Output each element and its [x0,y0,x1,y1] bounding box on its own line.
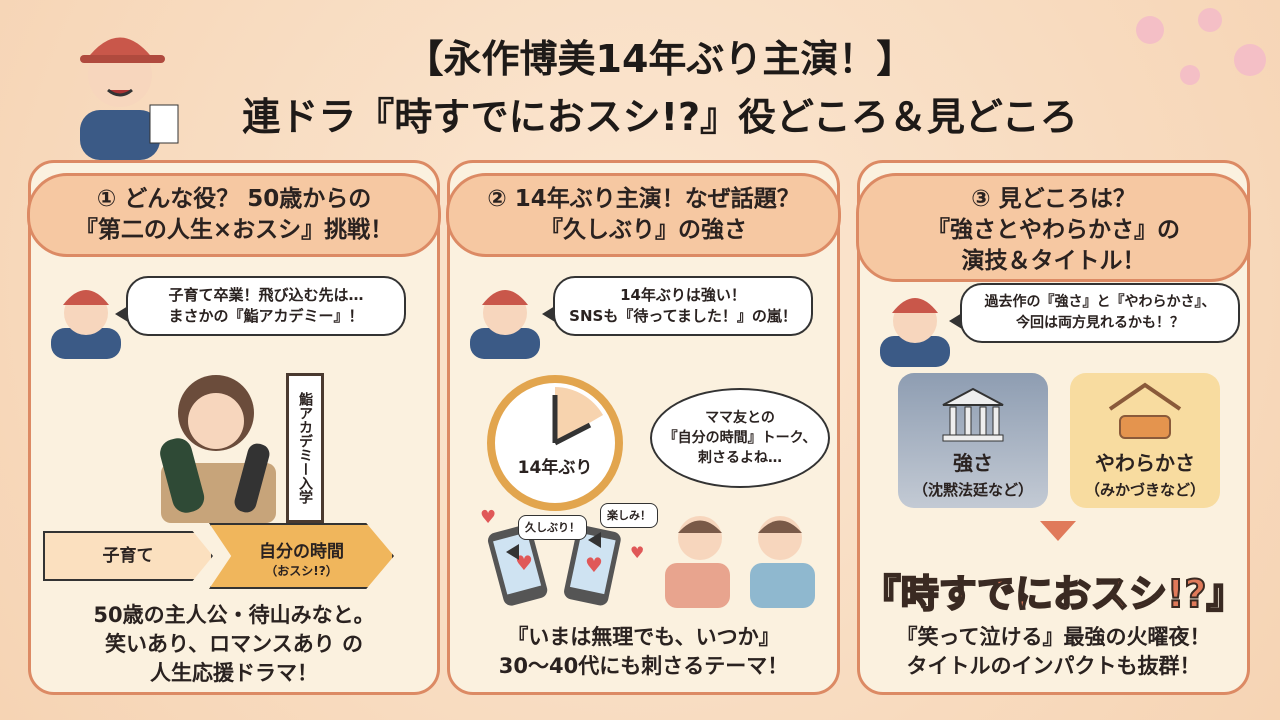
thought-line: ママ友との [705,410,775,426]
page-title-line2: 連ドラ『時すでにおスシ!?』役どころ＆見どころ [242,95,1078,139]
heading-line: ③ 見どころは？ [971,186,1136,212]
bubble-line: SNSも『待ってました！』の嵐！ [569,307,797,325]
panel-heading: ① どんな役？ 50歳からの 『第二の人生×おスシ』挑戦！ [27,173,441,257]
heading-line: ① どんな役？ 50歳からの [96,186,372,212]
reporter-avatar [880,298,950,367]
reporter-avatar [51,290,121,359]
summary-line: 笑いあり、ロマンスあり の [104,632,364,656]
speech-bubble: 子育て卒業！飛び込む先は… まさかの『鮨アカデミー』！ [115,276,406,336]
heading-line: 『第二の人生×おスシ』挑戦！ [74,217,394,243]
phone-bubble: 久しぶり！ [506,515,587,560]
arrow-sublabel: （おスシ!?） [265,564,338,578]
bubble-line: 過去作の『強さ』と『やわらかさ』、 [984,294,1216,310]
panel-summary: 『笑って泣ける』最強の火曜夜！ タイトルのインパクトも抜群！ [860,623,1247,681]
summary-line: 50歳の主人公・待山みなと。 [93,603,375,627]
speech-bubble: 14年ぶりは強い！ SNSも『待ってました！』の嵐！ [542,276,813,336]
bubble-line: 今回は両方見れるかも！？ [1016,315,1184,331]
down-triangle-icon [1040,521,1076,541]
panel-heading: ③ 見どころは？ 『強さとやわらかさ』の 演技＆タイトル！ [856,173,1251,282]
arrow-own-time: 自分の時間 （おスシ!?） [209,523,394,589]
summary-line: 『いまは無理でも、いつか』 [507,625,780,649]
thought-line: 『自分の時間』トーク、 [663,430,817,446]
reporter-avatar [470,290,540,359]
courthouse-icon [942,387,1004,442]
academy-sign: 鮨アカデミー入学 [286,373,324,523]
heading-line: 演技＆タイトル！ [961,248,1146,274]
softness-card: やわらかさ （みかづきなど） [1070,373,1220,508]
thought-bubble: ママ友との 『自分の時間』トーク、 刺さるよね… [650,388,830,488]
bubble-line: 14年ぶりは強い！ [620,286,746,304]
phone-bubble: 楽しみ！ [588,503,658,548]
arrow-child-rearing: 子育て [43,531,213,581]
summary-line: 30〜40代にも刺さるテーマ！ [498,654,789,678]
bubble-line: 子育て卒業！飛び込む先は… [168,286,364,304]
panel-why-buzz: ② 14年ぶり主演！なぜ話題？ 『久しぶり』の強さ 14年ぶりは強い！ SNSも… [446,160,841,695]
bubble-line: まさかの『鮨アカデミー』！ [168,307,364,325]
cherry-blossom-decoration [1136,8,1266,85]
card-subtitle: （みかづきなど） [1084,481,1205,499]
panel-highlights: ③ 見どころは？ 『強さとやわらかさ』の 演技＆タイトル！ 過去作の『強さ』と『… [856,160,1251,695]
heading-line: ② 14年ぶり主演！なぜ話題？ [487,186,800,212]
svg-text:♥: ♥ [630,543,644,562]
arrow-label: 自分の時間 [259,542,344,562]
page-title-line1: 【永作博美14年ぶり主演！】 [405,37,915,81]
protagonist-with-sushi-roll-illustration [160,375,276,523]
clock-label: 14年ぶり [517,458,593,478]
svg-text:♥: ♥ [515,551,533,575]
summary-line: 人生応援ドラマ！ [150,661,318,685]
heading-line: 『久しぶり』の強さ [540,217,747,243]
summary-line: 『笑って泣ける』最強の火曜夜！ [896,625,1211,649]
reporter-mascot-illustration [80,37,179,160]
mom-friends-talking-illustration [665,516,815,608]
panel-role: ① どんな役？ 50歳からの 『第二の人生×おスシ』挑戦！ 子育て卒業！飛び込む… [27,160,441,695]
svg-text:♥: ♥ [480,508,496,528]
summary-line: タイトルのインパクトも抜群！ [906,654,1201,678]
heading-line: 『強さとやわらかさ』の [927,217,1180,243]
card-title: 強さ [953,451,993,475]
panel-summary: 『いまは無理でも、いつか』 30〜40代にも刺さるテーマ！ [450,623,837,681]
panel-heading: ② 14年ぶり主演！なぜ話題？ 『久しぶり』の強さ [446,173,841,257]
strength-card: 強さ （沈黙法廷など） [898,373,1048,508]
thought-line: 刺さるよね… [698,450,782,466]
panel-summary: 50歳の主人公・待山みなと。 笑いあり、ロマンスあり の 人生応援ドラマ！ [31,601,437,688]
card-subtitle: （沈黙法廷など） [912,481,1033,499]
drama-title-logo: 『時すでにおスシ!?』 [862,571,1246,617]
svg-text:♥: ♥ [585,553,603,577]
smartphones-with-hearts-illustration: ♥ ♥ ♥ ♥ [480,508,644,606]
house-sofa-icon [1108,382,1182,439]
card-title: やわらかさ [1095,451,1195,475]
speech-bubble: 過去作の『強さ』と『やわらかさ』、 今回は両方見れるかも！？ [949,283,1240,343]
clock-icon [487,375,623,511]
